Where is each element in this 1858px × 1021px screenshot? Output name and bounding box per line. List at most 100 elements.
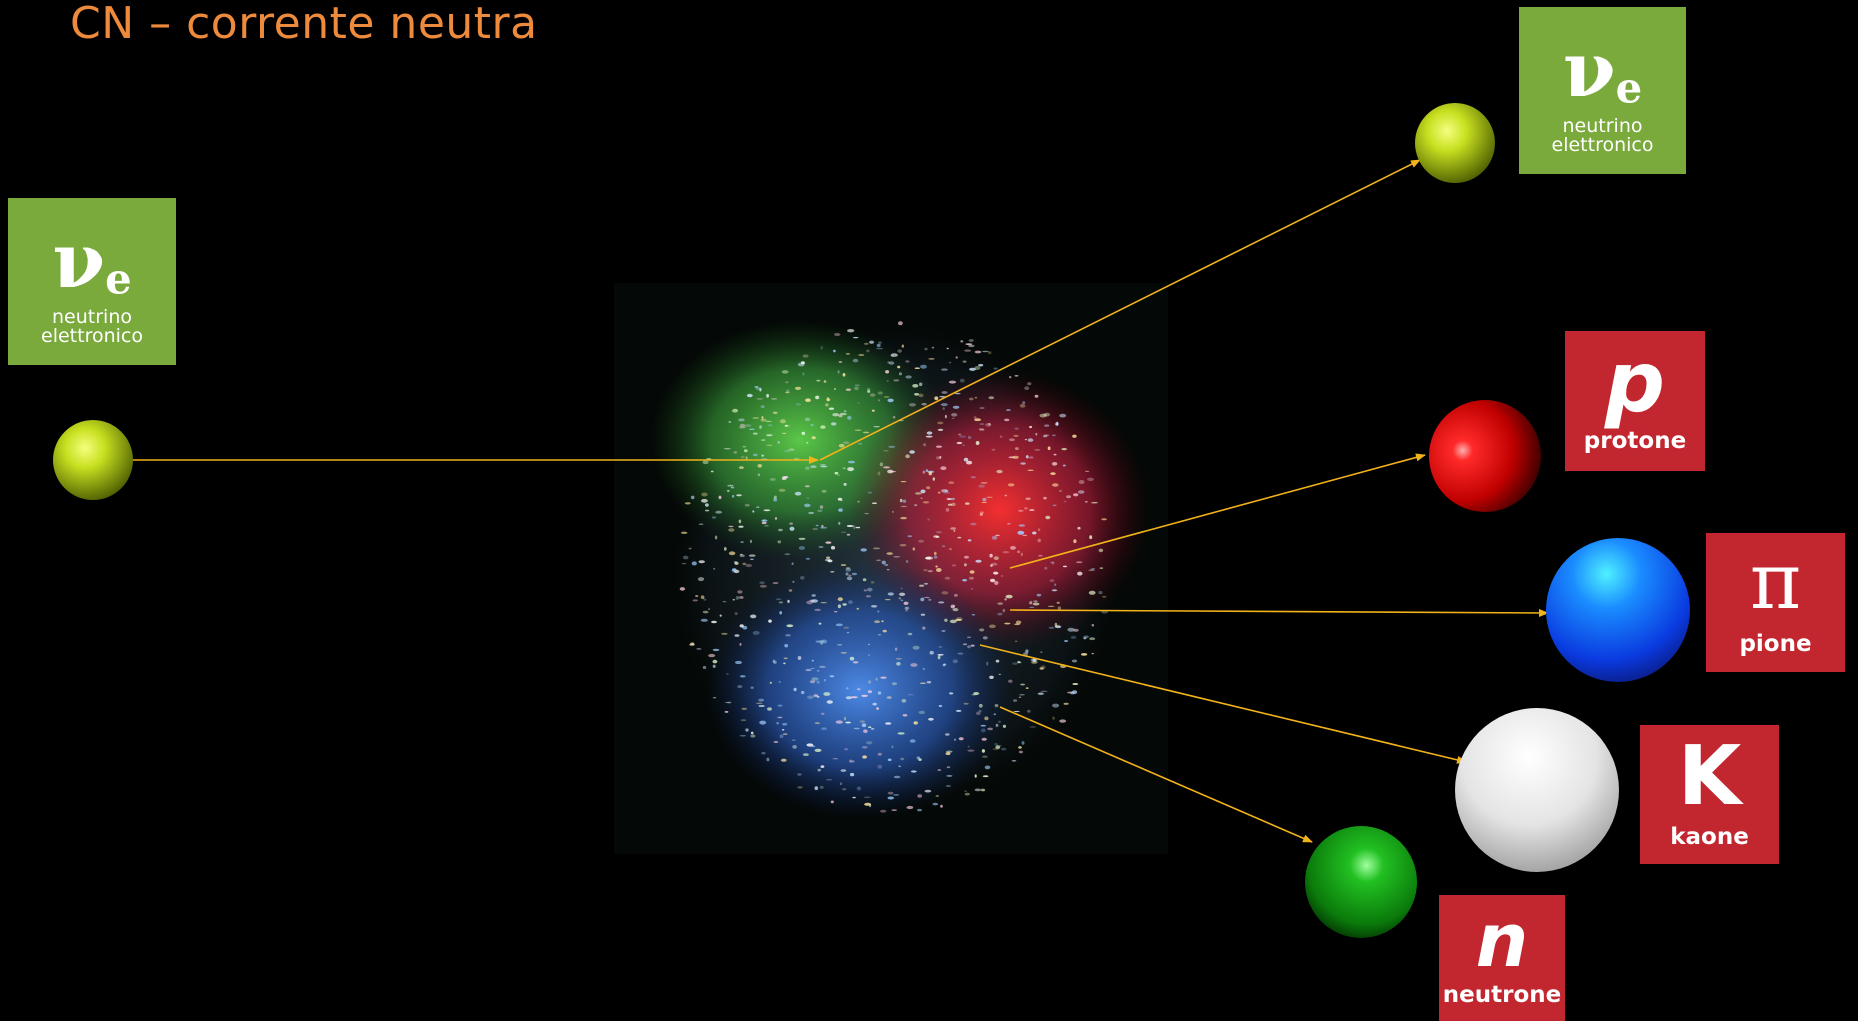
- nucleon-speckle: [1099, 567, 1104, 569]
- nucleon-speckle: [795, 403, 802, 406]
- nucleon-speckle: [1050, 561, 1055, 564]
- nucleon-speckle: [1018, 524, 1025, 527]
- nucleon-speckle: [978, 703, 983, 708]
- nucleon-speckle: [811, 594, 816, 597]
- nucleon-speckle: [696, 648, 702, 650]
- nucleon-speckle: [856, 786, 862, 791]
- nucleon-speckle: [748, 554, 756, 557]
- nucleon-speckle: [927, 570, 933, 573]
- nucleon-speckle: [798, 546, 806, 550]
- nucleon-speckle: [761, 521, 767, 525]
- protone-symbol: p: [1604, 332, 1666, 431]
- nucleon-speckle: [1055, 422, 1059, 426]
- nucleon-speckle: [952, 608, 959, 612]
- nucleon-speckle: [971, 614, 976, 616]
- slide-title: CN – corrente neutra: [70, 0, 538, 49]
- nucleon-speckle: [940, 466, 947, 471]
- nucleon-speckle: [912, 384, 919, 388]
- neutrone-symbol: n: [1475, 897, 1529, 984]
- nucleon-speckle: [1047, 446, 1051, 451]
- nucleon-speckle: [898, 321, 903, 326]
- nucleon-speckle: [829, 675, 835, 678]
- nucleon-speckle: [708, 608, 711, 610]
- nucleon-speckle: [866, 741, 873, 745]
- nucleon-speckle: [814, 748, 822, 753]
- nucleon-speckle: [1071, 659, 1078, 663]
- nucleon-speckle: [969, 397, 974, 401]
- nucleon-speckle: [952, 497, 955, 501]
- nucleon-speckle: [992, 748, 999, 750]
- nucleon-speckle: [760, 418, 767, 422]
- nucleon-speckle: [779, 734, 784, 739]
- nucleon-speckle: [761, 439, 766, 441]
- nucleon-speckle: [840, 651, 847, 654]
- nucleon-speckle: [982, 429, 985, 431]
- nucleon-speckle: [731, 494, 735, 498]
- nucleon-speckle: [873, 547, 880, 550]
- nucleon-speckle: [810, 667, 815, 670]
- nucleon-speckle: [1029, 606, 1035, 609]
- nucleon-speckle: [882, 629, 887, 633]
- nucleon-speckle: [899, 543, 907, 547]
- nucleon-speckle: [868, 654, 871, 656]
- nucleon-speckle: [810, 745, 816, 748]
- nucleon-speckle: [1020, 683, 1025, 686]
- nucleon-speckle: [835, 720, 843, 724]
- nucleon-speckle: [887, 398, 894, 403]
- nucleon-speckle: [944, 414, 947, 419]
- nucleon-speckle: [756, 506, 760, 508]
- nucleon-speckle: [719, 614, 722, 617]
- pione-label: pione: [1739, 631, 1812, 657]
- nucleon-speckle: [948, 481, 955, 485]
- nucleon-speckle: [1001, 747, 1007, 751]
- nucleon-speckle: [862, 578, 867, 582]
- nucleon-speckle: [744, 424, 752, 427]
- nucleon-speckle: [759, 581, 765, 585]
- nucleon-speckle: [787, 599, 790, 604]
- nucleon-speckle: [866, 349, 870, 353]
- nucleon-speckle: [742, 445, 747, 448]
- nucleon-speckle: [925, 469, 929, 473]
- nucleon-speckle: [854, 384, 860, 386]
- nucleon-speckle: [919, 584, 925, 587]
- nucleon-speckle: [867, 390, 871, 393]
- nucleon-speckle: [1024, 438, 1028, 441]
- nucleon-speckle: [758, 705, 765, 707]
- nucleon-speckle: [810, 424, 814, 426]
- nucleon-speckle: [935, 565, 938, 568]
- nucleon-speckle: [852, 661, 859, 664]
- nucleon-speckle: [925, 435, 933, 438]
- nucleon-speckle: [1051, 462, 1058, 466]
- nucleon-speckle: [967, 539, 972, 542]
- nucleon-speckle: [849, 759, 852, 763]
- nucleon-speckle: [959, 435, 966, 438]
- nucleon-speckle: [900, 757, 905, 761]
- nucleon-speckle: [1019, 403, 1026, 408]
- nucleon-speckle: [991, 562, 998, 566]
- nucleon-speckle: [1043, 496, 1047, 500]
- nucleon-speckle: [987, 351, 992, 355]
- nucleon-speckle: [818, 546, 824, 548]
- nucleon-speckle: [728, 525, 734, 528]
- nucleon-speckle: [960, 340, 964, 343]
- nucleon-speckle: [941, 489, 949, 493]
- nucleon-speckle: [805, 466, 810, 470]
- nucleon-speckle: [698, 560, 705, 564]
- nucleon-speckle: [740, 541, 744, 543]
- nucleon-speckle: [853, 727, 860, 730]
- nucleon-speckle: [1037, 692, 1044, 695]
- nucleon-speckle: [823, 678, 827, 682]
- nucleon-speckle: [1015, 447, 1019, 451]
- nucleon-speckle: [998, 673, 1001, 675]
- nucleon-speckle: [951, 413, 958, 417]
- nucleon-speckle: [859, 720, 865, 723]
- nucleon-speckle: [708, 653, 716, 658]
- nucleon-speckle: [819, 464, 827, 466]
- nucleon-speckle: [772, 659, 775, 664]
- nucleon-speckle: [928, 471, 932, 476]
- nucleon-speckle: [777, 540, 782, 544]
- nucleon-speckle: [798, 537, 806, 540]
- nucleon-speckle: [1049, 579, 1055, 582]
- nucleon-speckle: [867, 491, 873, 494]
- arrow-to-neutrone: [999, 706, 1313, 843]
